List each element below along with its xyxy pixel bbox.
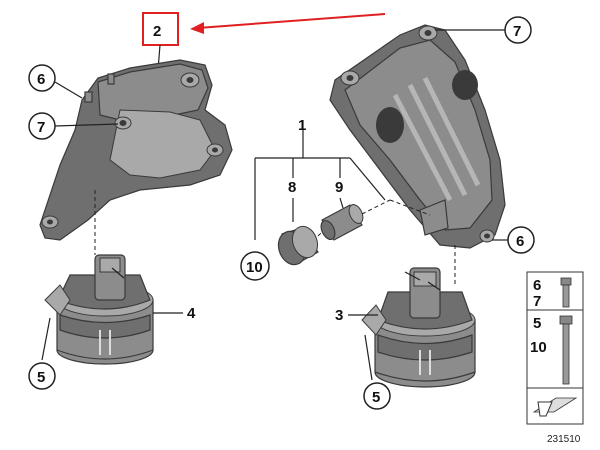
callout-10-label: 10	[246, 259, 263, 276]
callout-5-left-label: 5	[37, 369, 45, 386]
callout-4-label: 4	[187, 305, 196, 322]
direction-arrow-icon	[532, 397, 578, 417]
callout-6-left-label: 6	[37, 71, 45, 88]
legend-row1-top: 6	[533, 277, 541, 294]
short-bolt-icon	[560, 277, 572, 308]
left-engine-mount	[44, 254, 154, 365]
callout-5-right-label: 5	[372, 389, 380, 406]
callout-7-right-label: 7	[513, 23, 521, 40]
callout-7-left-label: 7	[37, 119, 45, 136]
legend-row2-top: 5	[533, 315, 541, 332]
callout-9-label: 9	[335, 179, 343, 196]
callout-6-right-label: 6	[516, 233, 524, 250]
left-engine-bracket	[39, 59, 233, 241]
legend-row2-bottom: 10	[530, 339, 547, 356]
callout-1-label: 1	[298, 117, 306, 134]
bushing-sleeve	[320, 204, 364, 241]
legend-row1-bottom: 7	[533, 293, 541, 310]
rubber-stopper	[277, 225, 319, 266]
diagram-number: 231510	[547, 434, 581, 445]
callout-8-label: 8	[288, 179, 296, 196]
callout-2-label: 2	[153, 23, 161, 40]
highlight-box	[142, 12, 179, 46]
fastener-legend: 6 7 5 10	[526, 271, 584, 425]
right-engine-bracket	[329, 24, 506, 249]
callout-3-label: 3	[335, 307, 343, 324]
long-bolt-icon	[559, 315, 573, 385]
red-arrow-icon	[190, 13, 386, 34]
right-engine-mount	[361, 267, 476, 388]
